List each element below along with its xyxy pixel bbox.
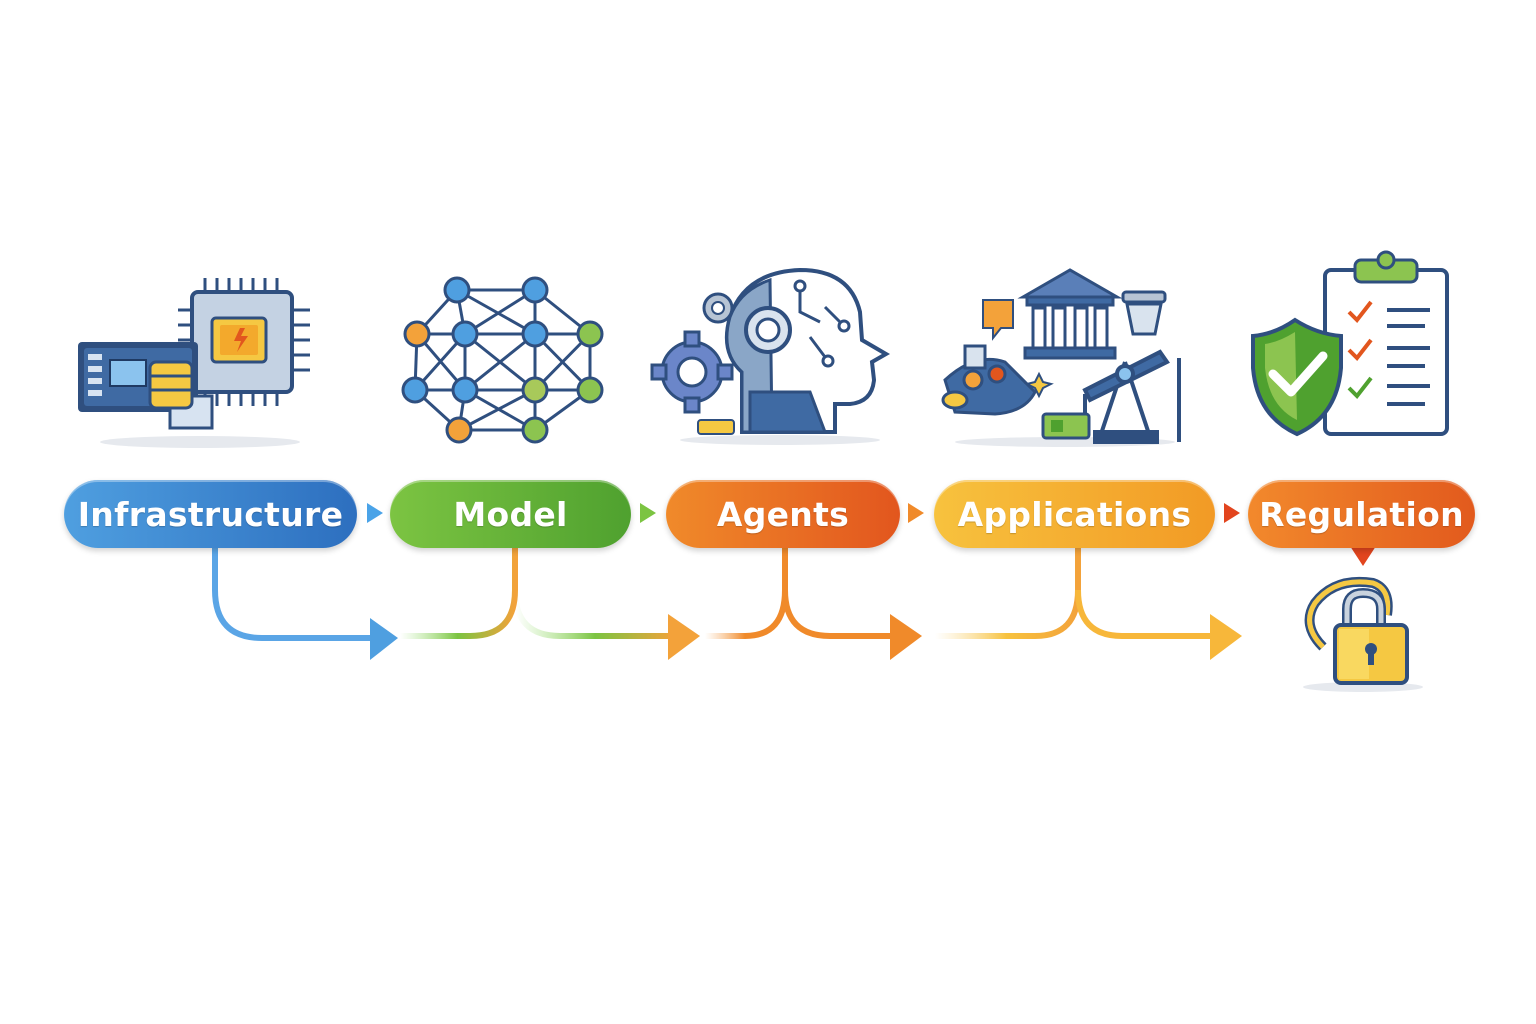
connector-arrow — [367, 503, 383, 523]
stage-label: Applications — [957, 494, 1192, 534]
arrow-head — [890, 614, 922, 660]
connector-arrow — [1224, 503, 1240, 523]
arrow-head — [668, 614, 700, 660]
stage-label: Agents — [716, 494, 850, 534]
ai-head-gears-icon — [650, 262, 900, 452]
chip-server-icon — [70, 270, 330, 460]
stage-model: Model — [390, 480, 631, 548]
connector-arrow — [640, 503, 656, 523]
stage-infrastructure: Infrastructure — [64, 480, 357, 548]
connector-arrow — [908, 503, 924, 523]
stage-label: Infrastructure — [77, 494, 344, 534]
padlock-icon — [1295, 575, 1430, 695]
stage-label: Regulation — [1259, 494, 1464, 534]
stage-applications: Applications — [934, 480, 1215, 548]
industry-applications-icon — [935, 262, 1195, 452]
arrow-head — [1210, 614, 1242, 660]
stage-regulation: Regulation — [1248, 480, 1475, 548]
neural-network-icon — [395, 270, 615, 450]
stage-agents: Agents — [666, 480, 900, 548]
shield-checklist-icon — [1245, 248, 1465, 448]
stage-label: Model — [453, 494, 568, 534]
arrow-head — [370, 618, 398, 660]
